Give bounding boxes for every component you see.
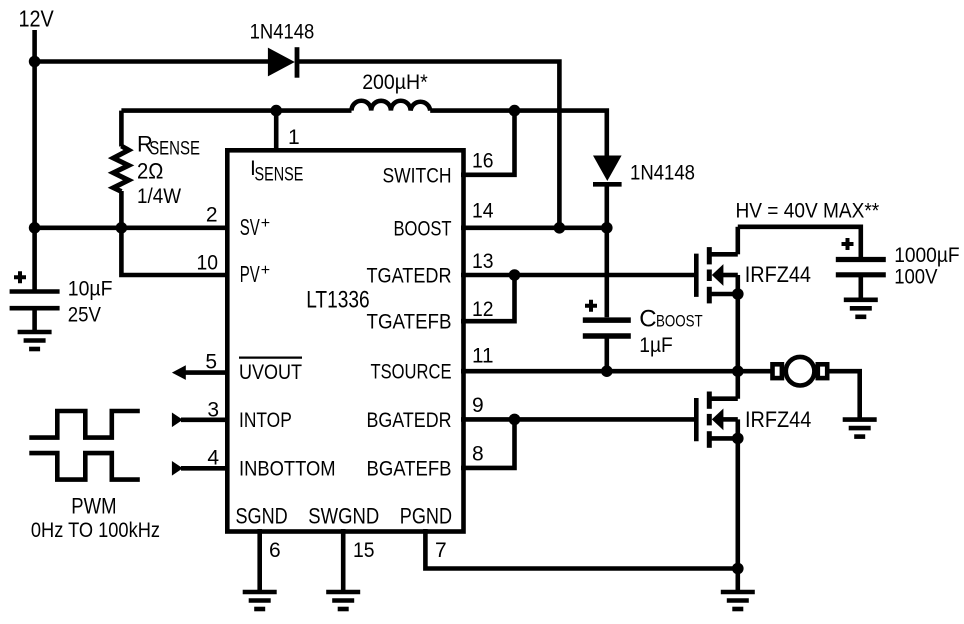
svg-text:15: 15 [353, 539, 375, 562]
svg-text:8: 8 [472, 443, 484, 466]
svg-text:SV: SV [240, 214, 260, 240]
svg-text:PWM: PWM [71, 494, 116, 519]
svg-text:INTOP: INTOP [239, 409, 292, 432]
svg-text:TGATEDR: TGATEDR [367, 265, 452, 288]
svg-text:12V: 12V [19, 6, 55, 32]
svg-text:4: 4 [207, 447, 219, 470]
svg-text:1/4W: 1/4W [137, 184, 182, 208]
svg-text:12: 12 [472, 298, 494, 321]
svg-text:HV = 40V MAX**: HV = 40V MAX** [736, 200, 880, 223]
svg-text:C: C [639, 306, 656, 333]
svg-text:14: 14 [472, 200, 494, 223]
svg-text:+: + [261, 215, 270, 232]
svg-text:1µF: 1µF [639, 334, 673, 357]
svg-text:13: 13 [472, 250, 494, 273]
svg-text:I: I [250, 157, 256, 180]
svg-text:TGATEFB: TGATEFB [367, 311, 452, 334]
svg-text:SWGND: SWGND [308, 504, 379, 529]
svg-text:0Hz TO 100kHz: 0Hz TO 100kHz [31, 519, 160, 542]
svg-text:1N4148: 1N4148 [630, 161, 695, 184]
svg-text:200µH*: 200µH* [362, 71, 428, 94]
svg-text:UVOUT: UVOUT [239, 361, 302, 384]
svg-text:INBOTTOM: INBOTTOM [239, 457, 336, 480]
svg-text:PGND: PGND [400, 504, 452, 529]
svg-text:TSOURCE: TSOURCE [371, 361, 452, 384]
svg-text:IRFZ44: IRFZ44 [745, 262, 811, 287]
svg-text:SGND: SGND [236, 504, 288, 529]
svg-text:IRFZ44: IRFZ44 [745, 407, 811, 432]
svg-text:11: 11 [472, 345, 494, 368]
svg-text:16: 16 [472, 149, 494, 172]
svg-text:+: + [261, 262, 270, 279]
svg-text:PV: PV [240, 261, 260, 287]
svg-text:5: 5 [205, 351, 217, 374]
svg-text:LT1336: LT1336 [306, 287, 369, 314]
svg-text:BOOST: BOOST [656, 312, 703, 331]
svg-text:10: 10 [197, 252, 219, 275]
svg-text:3: 3 [207, 399, 219, 422]
svg-text:2: 2 [206, 204, 218, 227]
svg-text:1: 1 [288, 126, 300, 149]
svg-text:10µF: 10µF [68, 277, 113, 300]
svg-text:BGATEDR: BGATEDR [367, 409, 452, 432]
svg-text:SENSE: SENSE [255, 164, 304, 186]
svg-text:25V: 25V [68, 303, 101, 326]
svg-text:BGATEFB: BGATEFB [367, 457, 452, 480]
svg-text:100V: 100V [894, 266, 937, 289]
svg-text:SENSE: SENSE [149, 138, 200, 160]
svg-text:7: 7 [435, 539, 447, 562]
svg-text:2Ω: 2Ω [137, 159, 163, 184]
svg-text:9: 9 [472, 394, 484, 417]
svg-text:6: 6 [269, 539, 281, 562]
svg-text:1N4148: 1N4148 [250, 20, 315, 44]
svg-text:BOOST: BOOST [394, 217, 452, 240]
svg-text:SWITCH: SWITCH [383, 164, 452, 187]
svg-text:R: R [137, 132, 153, 157]
svg-text:1000µF: 1000µF [894, 244, 959, 267]
